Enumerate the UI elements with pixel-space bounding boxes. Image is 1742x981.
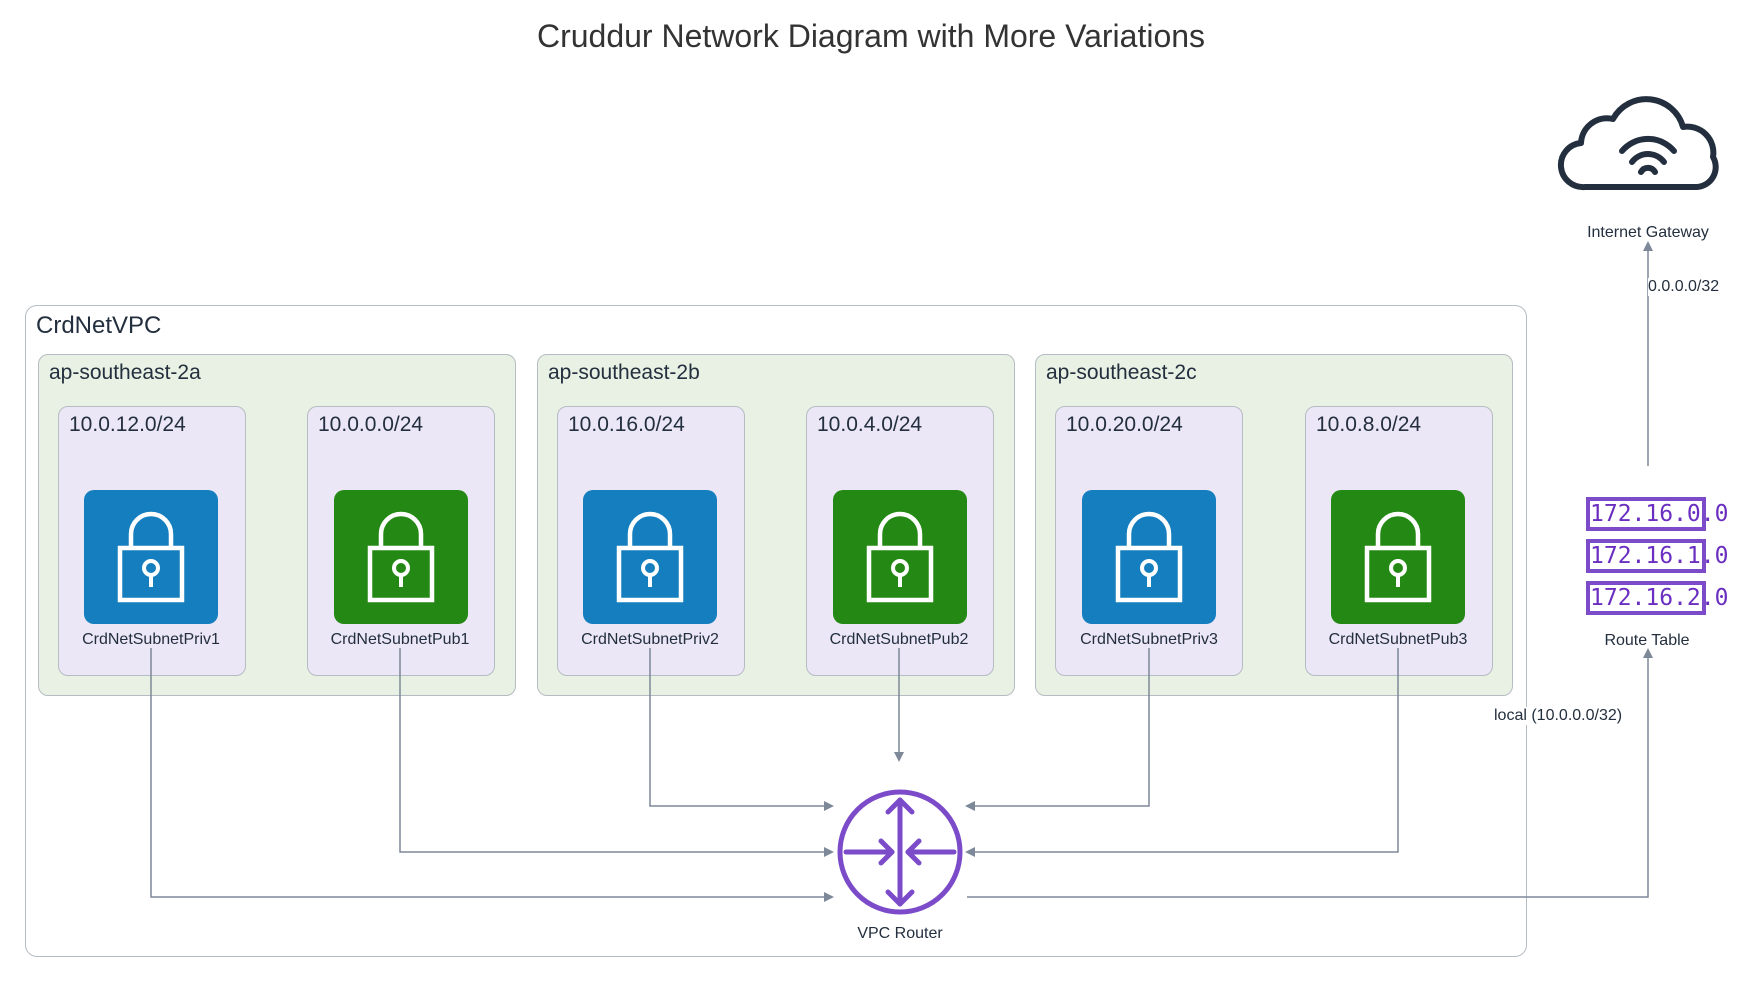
route-table-entry[interactable]: 172.16.2.0 [1586,581,1728,615]
router-icon[interactable] [837,789,963,915]
edge-label-default-route: 0.0.0.0/32 [1648,278,1720,296]
subnet-cidr: 10.0.16.0/24 [568,413,685,436]
subnet-cidr: 10.0.12.0/24 [69,413,186,436]
subnet-cidr: 10.0.20.0/24 [1066,413,1183,436]
edge-priv1-router [150,648,834,902]
route-table-entry[interactable]: 172.16.1.0 [1586,539,1728,573]
lock-icon[interactable] [583,490,717,624]
subnet-cidr: 10.0.4.0/24 [817,413,923,436]
subnet-name: CrdNetSubnetPriv1 [82,631,220,648]
az-label: ap-southeast-2a [49,361,201,384]
route-table-label: Route Table [1604,632,1690,649]
subnet-name: CrdNetSubnetPriv3 [1080,631,1218,648]
lock-icon[interactable] [1331,490,1465,624]
gateway-label: Internet Gateway [1587,224,1709,241]
vpc-label: CrdNetVPC [36,312,162,339]
edge-priv3-router [965,648,1150,811]
subnet-name: CrdNetSubnetPriv2 [581,631,719,648]
edge-priv2-router [649,648,834,811]
lock-icon[interactable] [334,490,468,624]
edge-label-local: local (10.0.0.0/32) [1494,707,1623,725]
edge-router-routetable [967,648,1653,898]
cloud-wifi-icon[interactable] [1557,96,1719,191]
edge-pub1-router [399,648,834,857]
subnet-name: CrdNetSubnetPub1 [330,631,470,648]
edge-pub3-router [965,648,1399,857]
az-label: ap-southeast-2c [1046,361,1197,384]
lock-icon[interactable] [84,490,218,624]
lock-icon[interactable] [833,490,967,624]
diagram-title: Cruddur Network Diagram with More Variat… [536,18,1206,54]
subnet-name: CrdNetSubnetPub2 [829,631,969,648]
subnet-cidr: 10.0.0.0/24 [318,413,424,436]
lock-icon[interactable] [1082,490,1216,624]
route-table-entry[interactable]: 172.16.0.0 [1586,497,1728,531]
router-label: VPC Router [857,925,943,942]
az-label: ap-southeast-2b [548,361,700,384]
subnet-cidr: 10.0.8.0/24 [1316,413,1422,436]
subnet-name: CrdNetSubnetPub3 [1328,631,1468,648]
